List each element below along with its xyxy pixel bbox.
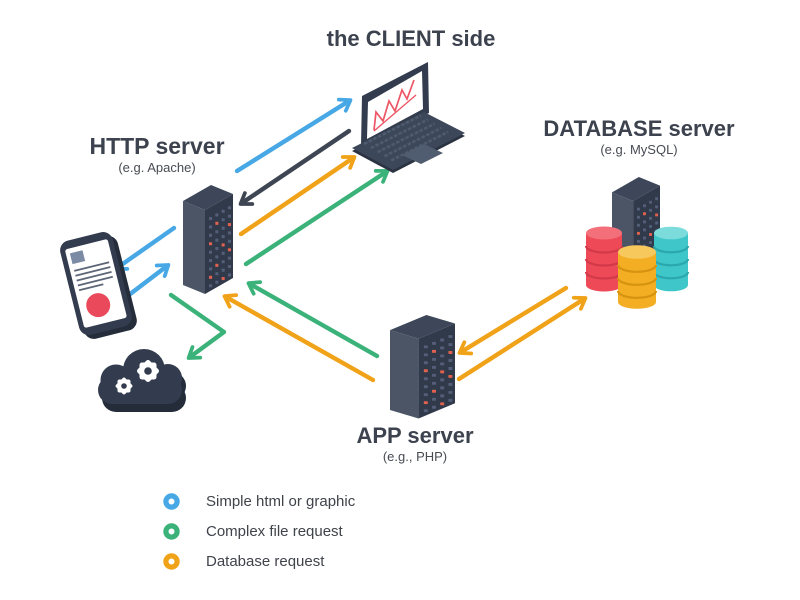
smartphone-red-dot (86, 293, 111, 318)
arrow-app-to-http-green (246, 280, 380, 359)
db-cylinder-red (584, 226, 624, 292)
database-server-sublabel: (e.g. MySQL) (600, 142, 678, 157)
smartphone-icon (60, 232, 137, 339)
legend-ring-green-icon (163, 522, 180, 540)
laptop-screen (367, 71, 423, 139)
laptop-icon (352, 62, 465, 173)
legend-item-simple-html: Simple html or graphic (163, 492, 355, 510)
legend-item-label: Simple html or graphic (206, 492, 356, 510)
laptop-screen-chart (373, 79, 415, 131)
app-server-sublabel: (e.g., PHP) (382, 449, 448, 464)
arrow-app-to-http-orange (222, 293, 376, 383)
legend: Simple html or graphic Complex file requ… (163, 492, 355, 570)
gear-icon-small (115, 377, 133, 395)
legend-item-complex-file: Complex file request (163, 522, 355, 540)
arrow-http-to-laptop-orange (238, 155, 357, 237)
db-cylinder-teal (652, 226, 690, 292)
legend-ring-orange-icon (163, 552, 180, 570)
db-cylinder-yellow (616, 245, 658, 309)
cloud-gears-icon (98, 349, 186, 412)
laptop-touchpad (402, 144, 443, 164)
legend-ring-blue-icon (163, 492, 180, 510)
arrow-laptop-to-http-dark (238, 128, 352, 206)
laptop-base (352, 112, 465, 170)
laptop-screen-trendline (373, 94, 417, 132)
http-server-label: HTTP server (89, 133, 225, 159)
server-tower-icon-http (183, 185, 233, 294)
app-server-label: APP server (356, 423, 474, 448)
arrow-db-to-app-orange (457, 285, 569, 356)
smartphone-image-placeholder (69, 250, 86, 265)
arrow-http-to-laptop-blue (234, 97, 353, 174)
legend-item-database-request: Database request (163, 552, 355, 570)
http-server-sublabel: (e.g. Apache) (118, 160, 196, 175)
legend-item-label: Complex file request (206, 522, 343, 540)
page-title: the CLIENT side (326, 26, 496, 51)
gear-icon-large (137, 360, 159, 382)
database-icon (584, 176, 690, 309)
smartphone-text-lines (74, 261, 114, 292)
database-server-label: DATABASE server (543, 116, 735, 141)
arrow-http-to-laptop-green (243, 168, 390, 267)
arrow-http-to-cloud-green (168, 292, 227, 360)
legend-item-label: Database request (206, 552, 325, 570)
server-tower-icon-app (390, 314, 455, 419)
arrow-http-to-phone-blue (113, 225, 177, 271)
arrow-app-to-db-orange (456, 295, 588, 382)
